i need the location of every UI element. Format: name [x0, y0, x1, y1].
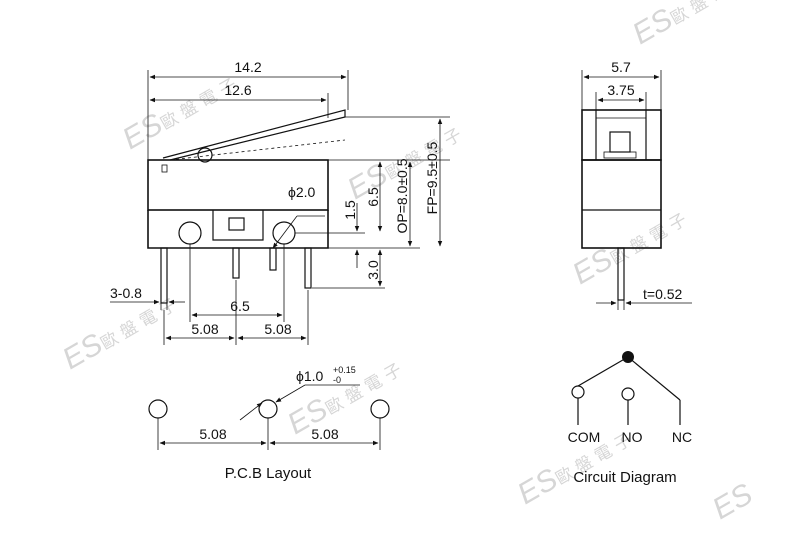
free-position-label: FP=9.5±0.5 — [424, 141, 440, 214]
hole-spacing-label: 6.5 — [230, 298, 250, 314]
mounting-hole-left — [178, 221, 202, 245]
circuit-no-label: NO — [622, 429, 643, 445]
hole-diameter-leader — [272, 215, 298, 249]
watermark-text: 歐 盤 電 子 — [608, 210, 691, 269]
pcb-layout: 5.08 5.08 ϕ1.0 +0.15 -0 P.C.B Layout — [148, 365, 390, 482]
dim-6-5-label: 6.5 — [365, 187, 381, 207]
circuit-no-terminal — [621, 387, 635, 401]
pcb-hole-com — [148, 399, 168, 419]
watermark-text: 歐 盤 電 子 — [668, 0, 751, 29]
end-pin — [617, 247, 625, 301]
pin-thickness-label: t=0.52 — [643, 286, 683, 302]
pin-pitch-left-label: 5.08 — [191, 321, 218, 337]
hole-diameter-label: ϕ2.0 — [288, 184, 316, 200]
pcb-hole-tol-upper: +0.15 — [333, 365, 356, 375]
circuit-nc-label: NC — [672, 429, 692, 445]
end-plunger-base — [603, 151, 637, 159]
end-view: 5.7 3.75 t=0.52 — [581, 59, 692, 310]
pcb-hole-dia-label: ϕ1.0 — [296, 368, 324, 384]
body-notch — [161, 164, 168, 173]
pcb-layout-caption: P.C.B Layout — [225, 465, 312, 482]
plunger-width-label: 3.75 — [607, 82, 634, 98]
circuit-nc-line — [627, 356, 681, 401]
circuit-com-label: COM — [568, 429, 601, 445]
end-plunger — [609, 131, 631, 153]
lever-travel-dashed — [169, 139, 346, 161]
pcb-hole-nc — [370, 399, 390, 419]
pcb-hole-tol-lower: -0 — [333, 375, 341, 385]
pin-pitch-right-label: 5.08 — [264, 321, 291, 337]
side-view: 14.2 12.6 ϕ2.0 3-0.8 6.5 — [110, 59, 450, 345]
pin-no — [232, 247, 240, 279]
body-recess — [212, 210, 264, 241]
pin-stub — [269, 247, 277, 271]
actuator-lever — [162, 109, 346, 161]
pcb-pitch-left-label: 5.08 — [199, 426, 226, 442]
pin-com — [160, 247, 168, 304]
circuit-switch-arm — [577, 356, 629, 387]
circuit-com-terminal — [571, 385, 585, 399]
circuit-diagram: COM NO NC Circuit Diagram — [568, 351, 692, 486]
pin-width-label: 3-0.8 — [110, 285, 142, 301]
circuit-diagram-caption: Circuit Diagram — [573, 469, 676, 486]
dim-1-5-label: 1.5 — [342, 200, 358, 220]
overall-length-label: 14.2 — [234, 59, 261, 75]
pcb-pitch-right-label: 5.08 — [311, 426, 338, 442]
body-length-label: 12.6 — [224, 82, 251, 98]
end-width-label: 5.7 — [611, 59, 631, 75]
watermark-logo: ES — [707, 477, 758, 526]
body-slot — [228, 217, 245, 231]
lever-roller — [197, 147, 213, 163]
watermark-text: 歐 盤 電 子 — [98, 295, 181, 354]
pin-length-label: 3.0 — [365, 260, 381, 280]
watermark-group: ES 歐 盤 電 子 ES 歐 盤 電 子 ES 歐 盤 電 子 ES 歐 盤 … — [57, 0, 758, 526]
pcb-hole-no — [258, 399, 278, 419]
operating-position-label: OP=8.0±0.5 — [394, 158, 410, 233]
switch-body-upper — [147, 159, 329, 211]
pin-nc — [304, 247, 312, 289]
